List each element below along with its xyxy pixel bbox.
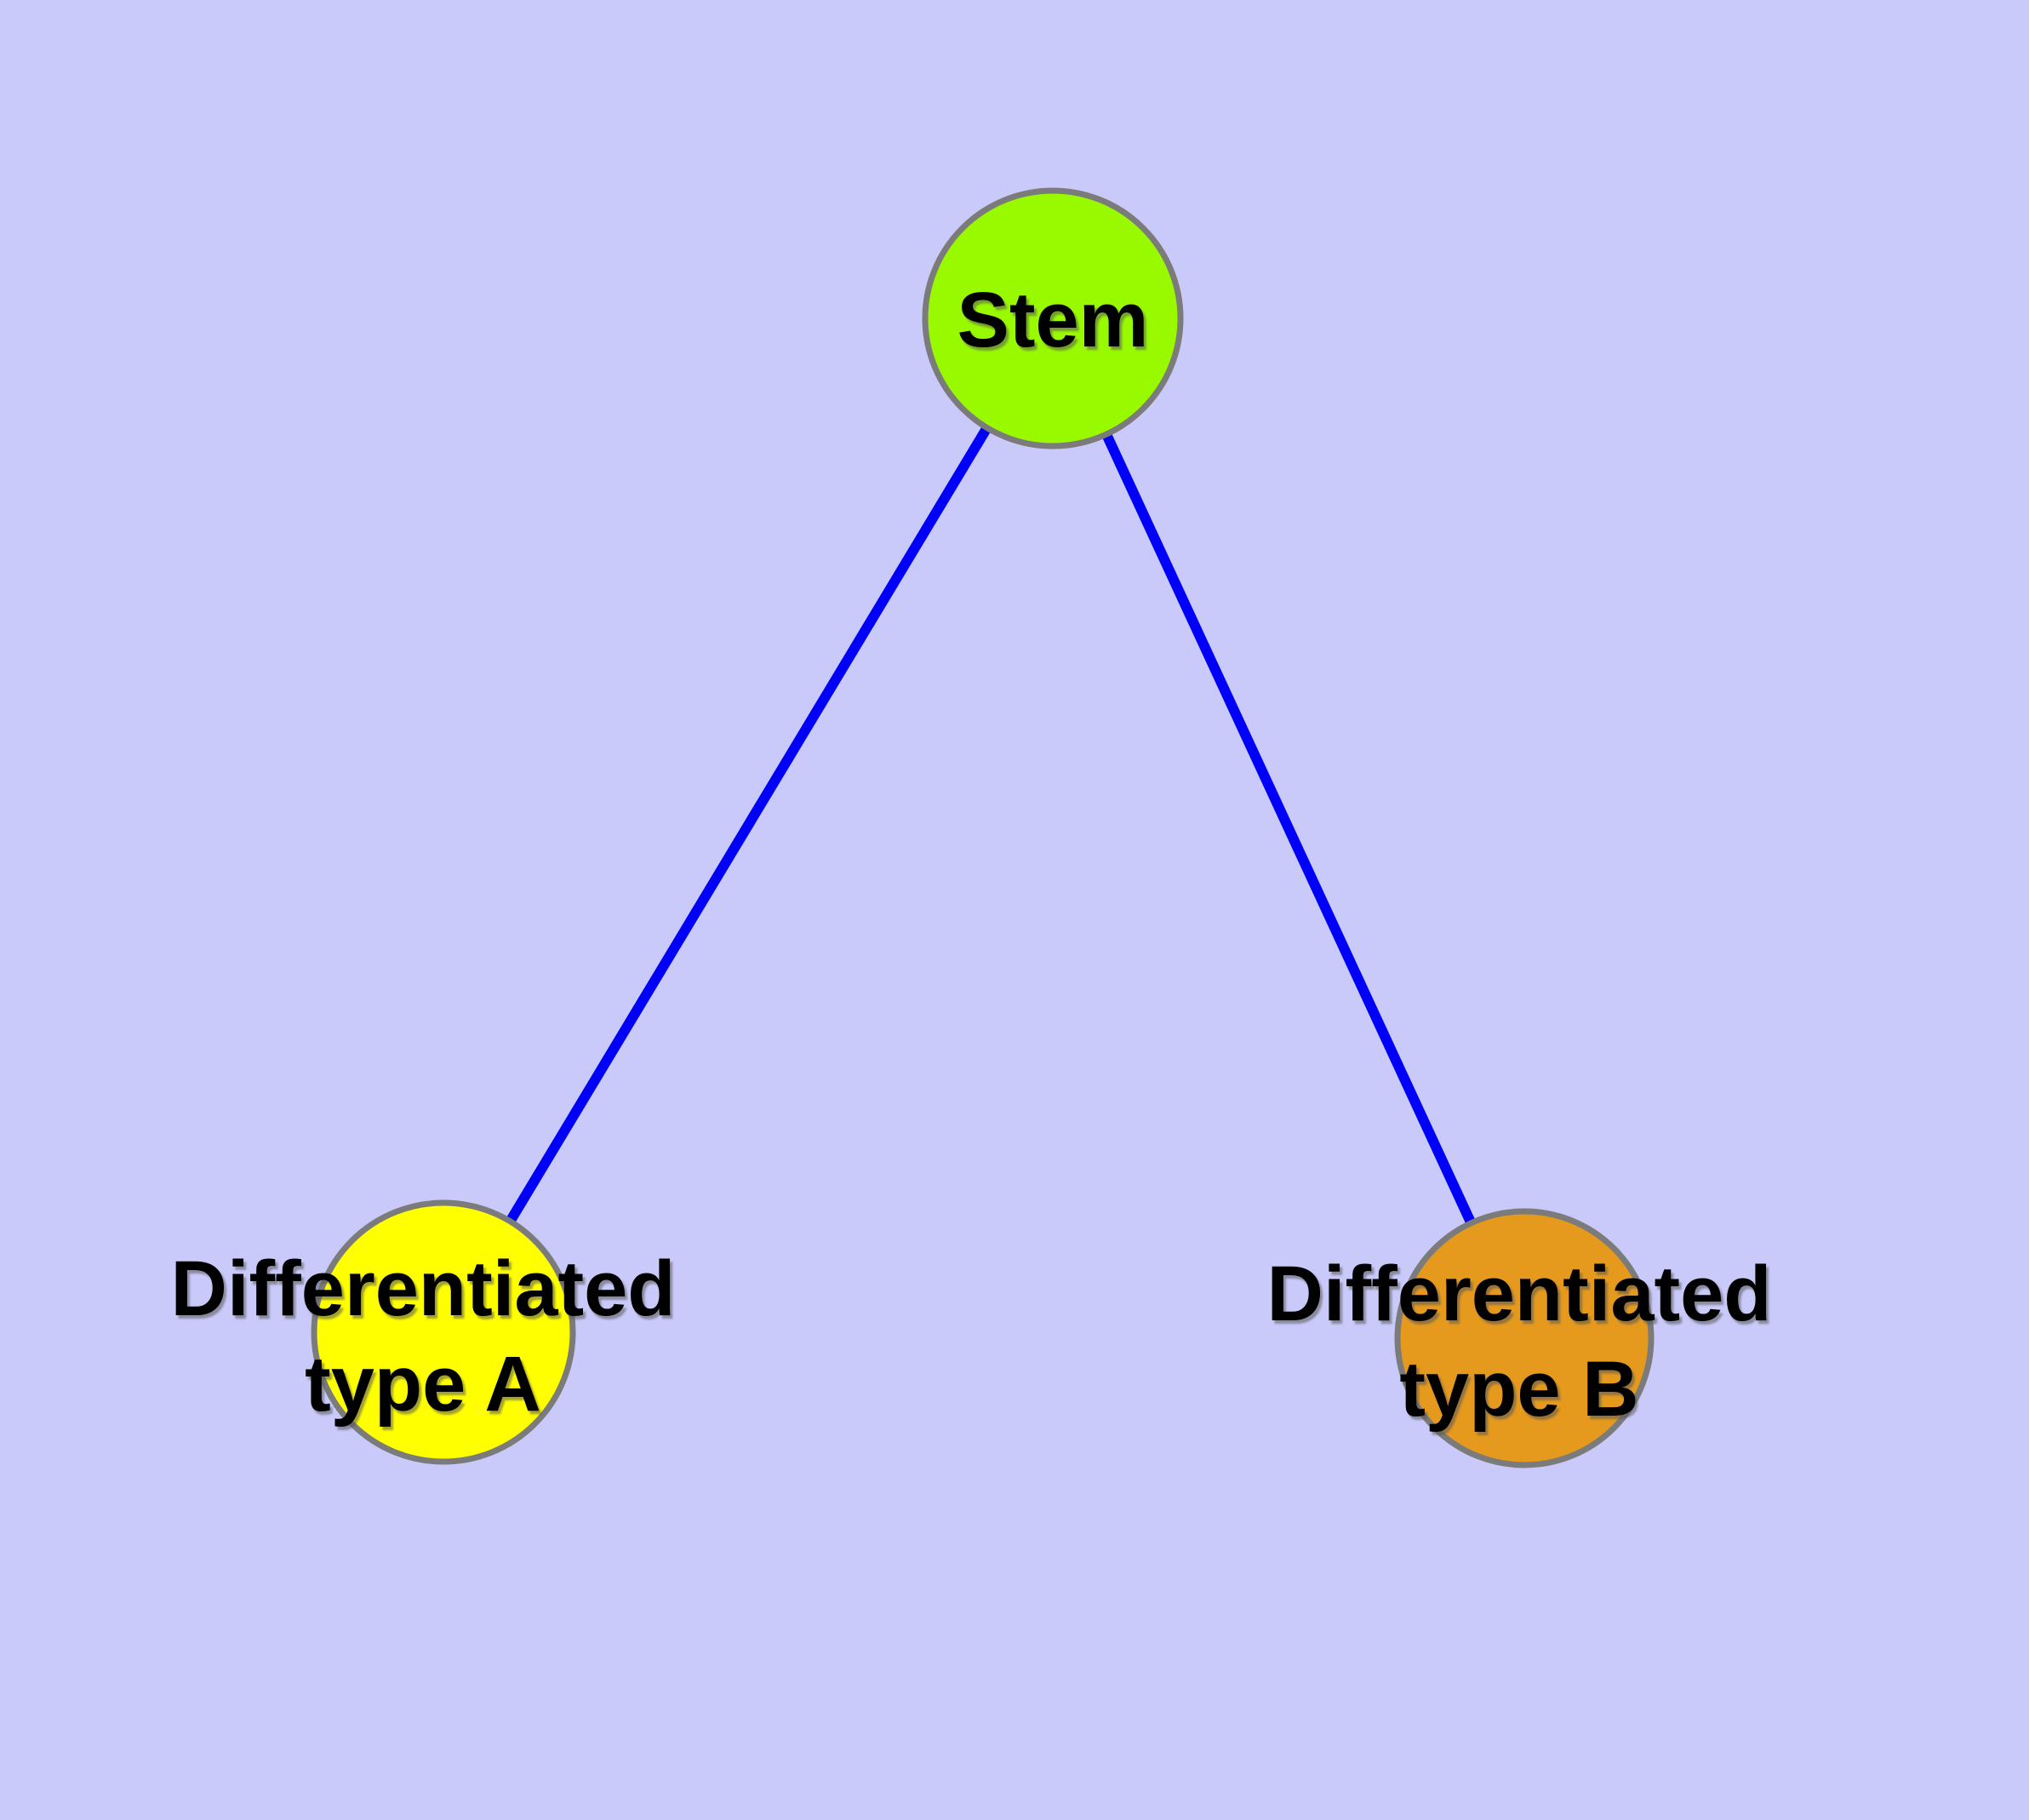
node-stem-circle — [922, 187, 1184, 449]
edge-stem-to-type-a — [438, 315, 1058, 1336]
edge-stem-to-type-b — [1048, 316, 1529, 1341]
node-type-b-circle — [1394, 1208, 1655, 1468]
node-type-a-circle — [311, 1199, 576, 1465]
